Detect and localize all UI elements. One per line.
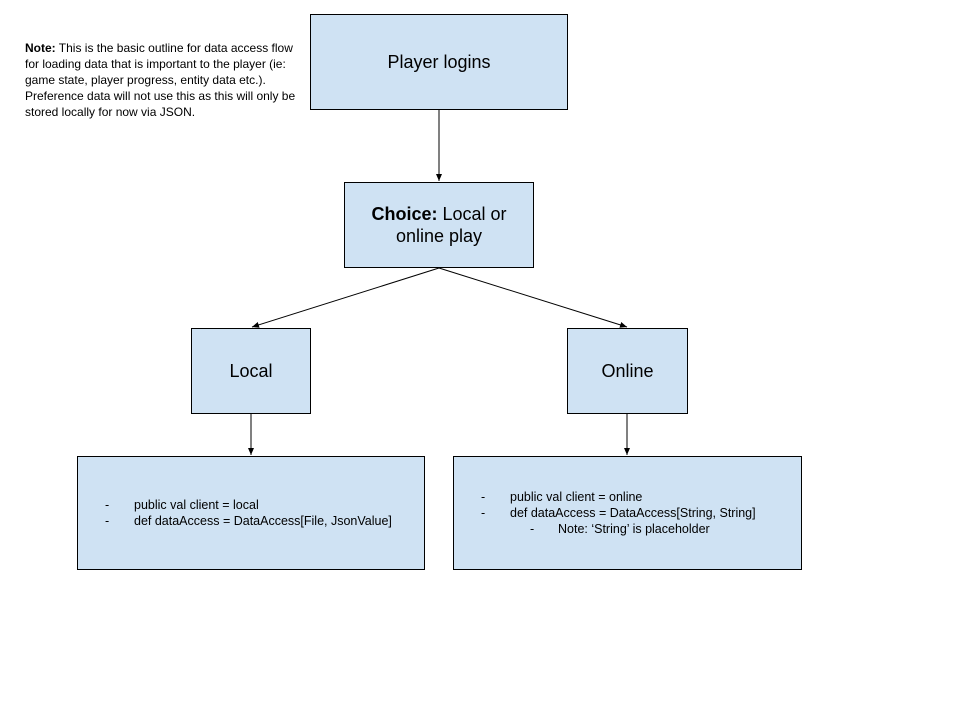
online-code-sub-bullet: - [530,522,535,536]
choice-label: Choice: Local or online play [355,203,523,247]
local-code-node: - public val client = local - def dataAc… [77,456,425,570]
arrow-choice-to-online [438,267,628,328]
note-body: This is the basic outline for data acces… [25,41,296,119]
choice-rest-label: Local or online play [395,204,507,246]
local-node: Local [191,328,311,414]
arrow-choice-to-local [251,267,440,328]
note-label: Note: [25,41,56,55]
online-code-bullet-1: - [481,490,486,504]
online-code-line-1: public val client = online [510,490,643,504]
local-code-bullet-2: - [105,514,110,528]
note-text: Note: This is the basic outline for data… [25,40,305,120]
local-code-line-2: def dataAccess = DataAccess[File, JsonVa… [134,514,392,528]
local-code-line-1: public val client = local [134,498,259,512]
online-node: Online [567,328,688,414]
player-logins-node: Player logins [310,14,568,110]
online-code-sub-line: Note: ‘String’ is placeholder [558,522,710,536]
online-code-line-2: def dataAccess = DataAccess[String, Stri… [510,506,756,520]
choice-node: Choice: Local or online play [344,182,534,268]
local-label: Local [229,361,273,381]
player-logins-label: Player logins [387,52,491,72]
online-code-node: - public val client = online - def dataA… [453,456,802,570]
online-code-bullet-2: - [481,506,486,520]
choice-bold-label: Choice: [371,204,438,224]
local-code-bullet-1: - [105,498,110,512]
online-label: Online [601,361,654,381]
